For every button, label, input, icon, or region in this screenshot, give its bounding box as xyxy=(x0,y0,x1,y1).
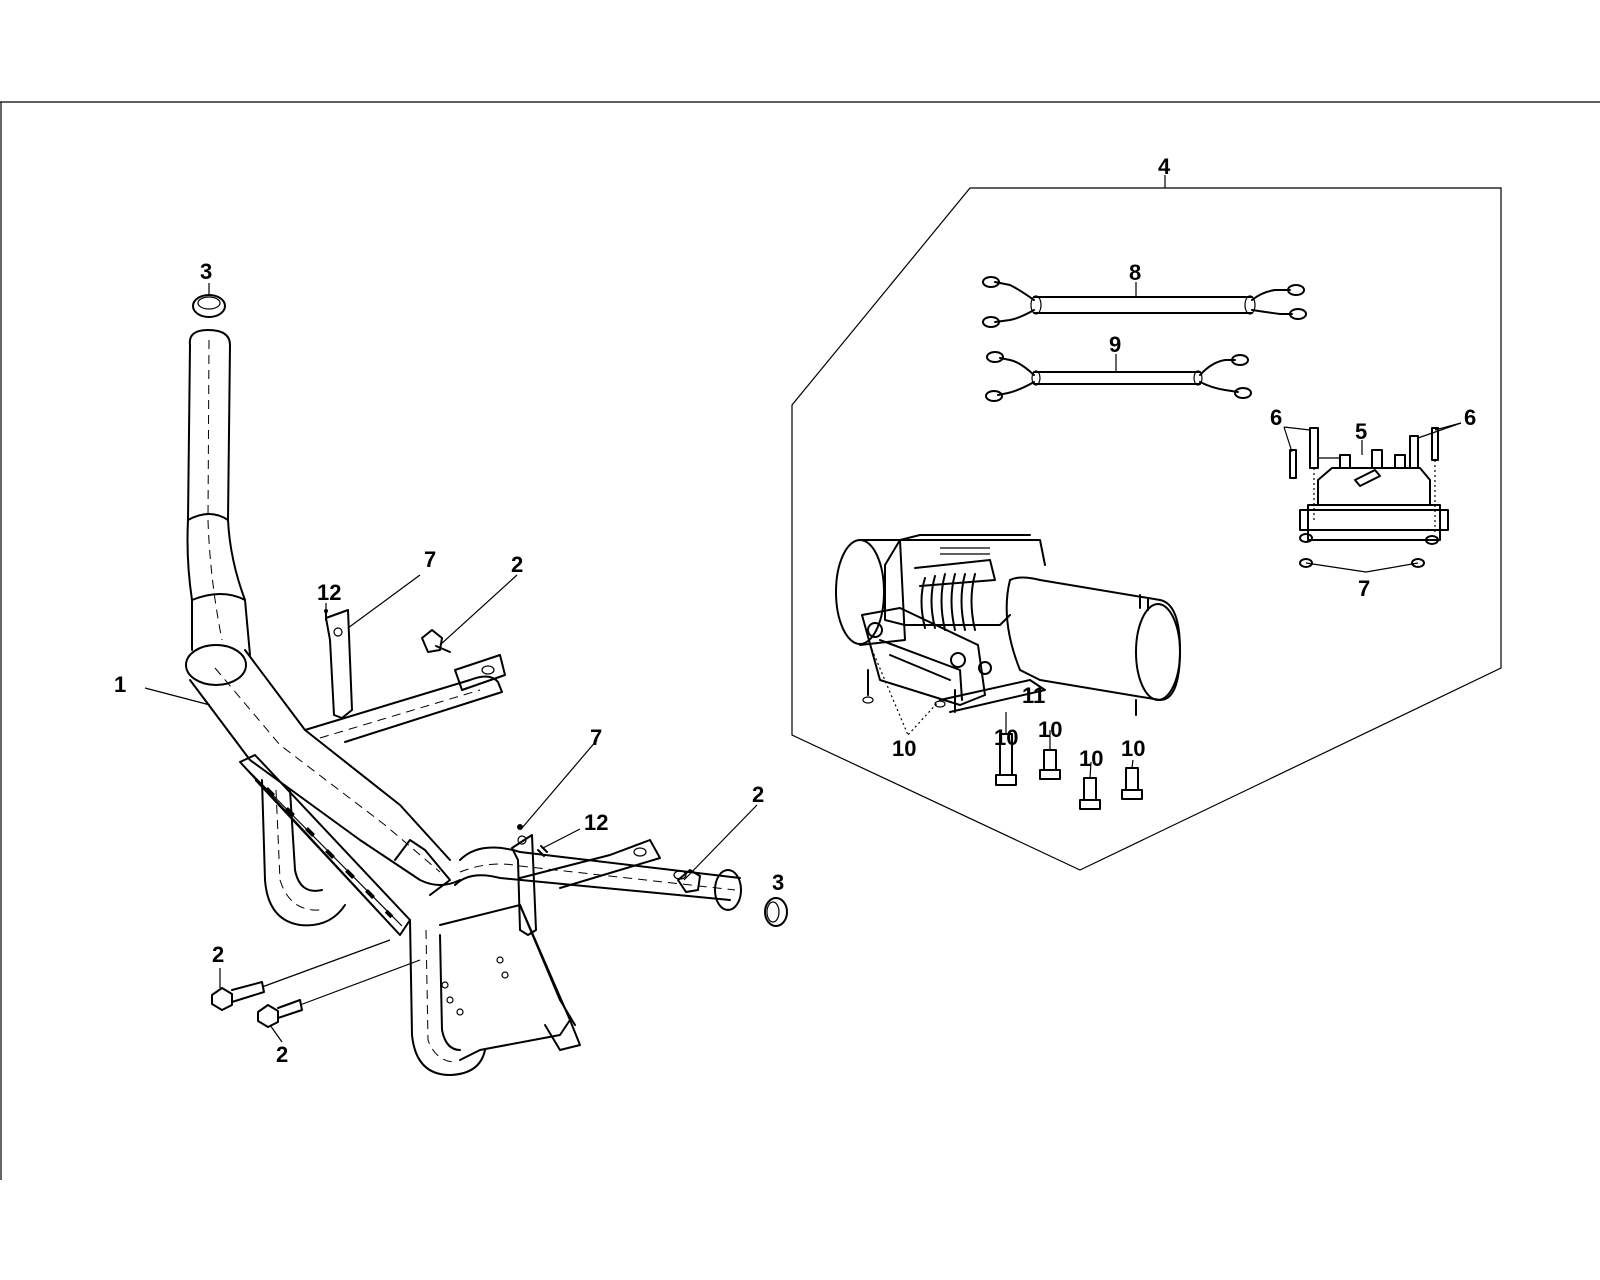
pin-left xyxy=(1289,427,1319,520)
callout-pin-right: 6 xyxy=(1464,405,1476,430)
callout-control-box: 5 xyxy=(1355,419,1367,444)
callout-bolt-lower-left: 2 xyxy=(212,942,224,967)
winch-bolts xyxy=(862,639,946,736)
callout-box-feet: 7 xyxy=(1358,576,1370,601)
callout-winch-kit: 4 xyxy=(1158,154,1171,179)
bolt-c xyxy=(1079,777,1101,810)
bolt-lower-mid xyxy=(257,959,421,1028)
tube-end-cap-right xyxy=(764,897,788,927)
callout-bolt-a: 10 xyxy=(994,725,1018,750)
callout-bracket-right: 7 xyxy=(590,725,602,750)
bolt-lower-left xyxy=(211,939,391,1011)
callout-bumper-frame: 1 xyxy=(114,672,126,697)
callout-cable-upper: 8 xyxy=(1129,260,1141,285)
callout-pin-left: 6 xyxy=(1270,405,1282,430)
bolt-d xyxy=(1121,767,1143,800)
tube-end-cap-top xyxy=(192,294,226,318)
callout-bolt-c: 10 xyxy=(1079,746,1103,771)
winch-kit-outline xyxy=(791,175,1502,871)
page-frame xyxy=(0,101,1600,1180)
cable-lower xyxy=(985,351,1252,402)
callout-bolt-d: 10 xyxy=(1121,736,1145,761)
bracket-left xyxy=(325,609,353,719)
bolt-b xyxy=(1039,749,1061,780)
callout-winch-plate: 11 xyxy=(1022,683,1045,708)
callout-cable-lower: 9 xyxy=(1109,332,1121,357)
callout-bolt-b: 10 xyxy=(1038,717,1062,742)
callout-tube-end-cap-right: 3 xyxy=(772,870,784,895)
winch-body xyxy=(835,534,1181,716)
bolt-a xyxy=(995,733,1017,786)
grille-slots xyxy=(265,787,394,919)
bolt-upper xyxy=(421,629,451,653)
bumper-frame xyxy=(185,329,742,1076)
screw-left xyxy=(324,609,328,621)
callouts: 3 3 1 2 2 2 2 7 7 12 12 4 8 9 5 6 6 7 10… xyxy=(114,154,1476,1067)
box-feet xyxy=(1299,533,1439,568)
callout-bracket-left: 7 xyxy=(424,547,436,572)
cable-upper xyxy=(982,276,1307,328)
leader-lines xyxy=(144,282,1462,1043)
callout-screw-left: 12 xyxy=(317,580,341,605)
callout-screw-right: 12 xyxy=(584,810,608,835)
callout-bolt-upper: 2 xyxy=(511,552,523,577)
screw-right xyxy=(517,824,548,857)
pin-right xyxy=(1409,427,1439,535)
callout-bolt-lower-mid: 2 xyxy=(276,1042,288,1067)
callout-bolt-right: 2 xyxy=(752,782,764,807)
callout-winch-bolts: 10 xyxy=(892,736,916,761)
control-box xyxy=(1299,449,1449,541)
bolt-right xyxy=(673,869,701,893)
bracket-right xyxy=(511,834,537,936)
callout-tube-end-cap-top: 3 xyxy=(200,259,212,284)
